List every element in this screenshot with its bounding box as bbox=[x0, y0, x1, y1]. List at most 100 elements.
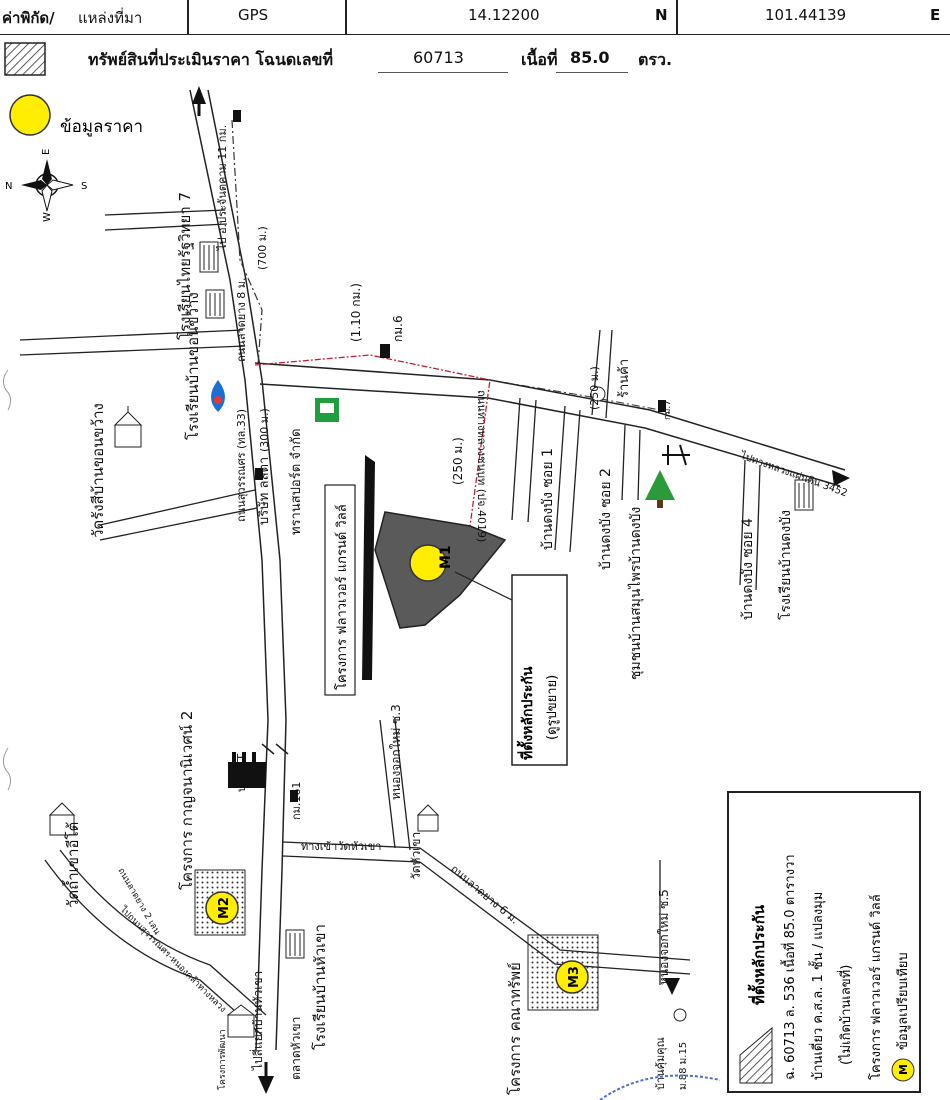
km-marker-icon bbox=[290, 790, 298, 802]
deed-row: ทรัพย์สินที่ประเมินราคา โฉนดเลขที่ 60713… bbox=[0, 40, 950, 80]
area-value: 85.0 bbox=[570, 48, 610, 67]
label-road-33: ถนนสุวรรณศร (ทล.33) bbox=[235, 409, 248, 522]
legend-line3: (ไม่เกิดบ้านเลขที่) bbox=[837, 965, 854, 1065]
coord-label: ค่าพิกัด/ bbox=[2, 9, 55, 27]
compass-e: E bbox=[41, 149, 52, 155]
project-m1-label: โครงการ ฟลาวเวอร์ แกรนด์ วิลล์ bbox=[334, 504, 350, 690]
marker-m3-label: M3 bbox=[567, 966, 582, 988]
label-shop: ร้านค้า bbox=[617, 359, 632, 398]
legend-line1: ฉ. 60713 ล. 536 เนื้อที่ 85.0 ตารางวา bbox=[780, 854, 798, 1080]
divider bbox=[187, 0, 189, 34]
compass-n: N bbox=[5, 181, 12, 192]
label-herb: ชุมชนบ้านสมุนไพรบ้านดงบัง bbox=[627, 507, 644, 680]
longitude-value: 101.44139 bbox=[765, 6, 847, 24]
project-m1-boundary bbox=[362, 455, 375, 680]
road-arrow-icon bbox=[664, 978, 680, 995]
label-d250a: (250 ม.) bbox=[451, 437, 465, 485]
underline bbox=[378, 72, 508, 73]
divider bbox=[345, 0, 347, 34]
school-icon bbox=[205, 289, 225, 319]
label-temple-khaothai: วัดถ้ำเขาอีโต้ bbox=[62, 822, 82, 908]
road-west-curve bbox=[44, 849, 267, 1036]
label-temple-khonkwang: วัดรังสีบ้านขอนขว้าง bbox=[89, 403, 107, 538]
compass-w: W bbox=[42, 212, 53, 222]
km-marker-icon bbox=[380, 344, 390, 358]
label-soi2: บ้านดงบัง ซอย 2 bbox=[598, 468, 614, 570]
school-icon bbox=[794, 479, 814, 511]
label-nongchok3: หนองจอกใหม่ ซ.3 bbox=[389, 704, 403, 800]
temple-icon bbox=[113, 406, 143, 448]
label-market: ตลาดหัวเขา bbox=[289, 1017, 303, 1080]
callout-line2: (ดูรูปขยาย) bbox=[545, 675, 560, 740]
deed-number: 60713 bbox=[413, 48, 464, 67]
label-soi4: บ้านดงบัง ซอย 4 bbox=[740, 518, 756, 620]
km-marker-icon bbox=[233, 110, 241, 122]
route-to-prachin bbox=[231, 119, 263, 366]
coordinate-header: ค่าพิกัด/ แหล่งที่มา GPS 14.12200 N 101.… bbox=[0, 0, 950, 35]
label-nongchok5: หนองจอกใหม่ ซ.5 bbox=[657, 889, 671, 985]
label-to-sibamrung: ไปสี่แยกบ้านหัวเขา bbox=[249, 971, 265, 1071]
label-temple-huakhao: วัดหัวเขา bbox=[409, 832, 423, 880]
herb-icon bbox=[662, 444, 690, 466]
price-info-legend: ข้อมูลราคา bbox=[9, 94, 143, 137]
dashed-line-east bbox=[489, 379, 661, 411]
map-edge-icon bbox=[2, 369, 12, 791]
callout-line1: ที่ตั้งหลักประกัน bbox=[516, 666, 536, 760]
house-icon bbox=[673, 1008, 687, 1022]
label-ban-khumkhun: บ้านคุ้มคุณ bbox=[654, 1037, 667, 1090]
soi-roads bbox=[511, 329, 761, 591]
building-icon bbox=[226, 1004, 256, 1038]
tree-icon bbox=[645, 470, 675, 508]
side-roads-west bbox=[19, 209, 258, 541]
school-icon bbox=[285, 929, 305, 959]
subject-callout: ที่ตั้งหลักประกัน (ดูรูปขยาย) bbox=[454, 571, 568, 766]
label-d110: (1.10 กม.) bbox=[349, 283, 363, 342]
area-unit: ตรว. bbox=[638, 50, 673, 69]
legend-marker-icon bbox=[891, 1058, 915, 1082]
shop-icon bbox=[590, 386, 606, 402]
road-4019 bbox=[254, 362, 846, 487]
label-d300: (300 ม.) bbox=[258, 408, 271, 452]
marker-m3 bbox=[555, 960, 589, 994]
bus-stop-icon bbox=[315, 398, 339, 422]
legend-marker-letter: M bbox=[897, 1064, 910, 1075]
source-label: แหล่งที่มา bbox=[78, 9, 143, 27]
temple-icon bbox=[48, 802, 76, 836]
marker-m2-label: M2 bbox=[217, 897, 232, 919]
road-arrow-north-icon bbox=[192, 86, 206, 116]
marker-m1-label: M1 bbox=[438, 545, 454, 569]
latitude-value: 14.12200 bbox=[468, 6, 540, 24]
label-km7: กม.7 bbox=[663, 400, 673, 420]
label-school-dongbang: โรงเรียนบ้านดงบัง bbox=[777, 510, 794, 620]
label-road-8m: ถนนลาดยาง 8 ม. bbox=[235, 278, 248, 363]
label-d250b: (250 ม.) bbox=[588, 366, 601, 410]
road-arrow-south-icon bbox=[258, 1062, 274, 1094]
label-to-temple-huakhao: ทางเข้าวัดหัวเขา bbox=[301, 840, 381, 853]
deed-label: ทรัพย์สินที่ประเมินราคา โฉนดเลขที่ bbox=[88, 50, 334, 69]
label-road-4019: ถนนทางหลวงชนบท (ปจ.4019) bbox=[475, 390, 488, 542]
km-marker-icon bbox=[255, 468, 263, 480]
compass-s: S bbox=[81, 181, 87, 192]
divider bbox=[676, 0, 678, 34]
collateral-legend-box: ที่ตั้งหลักประกัน ฉ. 60713 ล. 536 เนื้อท… bbox=[727, 791, 921, 1093]
marker-m2 bbox=[205, 891, 239, 925]
source-value: GPS bbox=[238, 6, 269, 24]
road-arrow-east-icon bbox=[832, 470, 850, 486]
label-soi1: บ้านดงบัง ซอย 1 bbox=[540, 448, 556, 550]
label-project-m3: โครงการ คณาทรัพย์ bbox=[506, 962, 524, 1095]
label-school-top: โรงเรียนไทยรัฐวิทยา 7 bbox=[176, 192, 194, 340]
label-m15: ม.88 ม.15 bbox=[678, 1042, 689, 1090]
location-map: ข้อมูลราคา E W N S bbox=[2, 86, 921, 1100]
factory-icon bbox=[228, 752, 266, 788]
label-km6: กม.6 bbox=[391, 315, 405, 342]
route-to-subject bbox=[254, 354, 491, 527]
latitude-direction: N bbox=[655, 6, 668, 24]
legend-marker-text: ข้อมูลเปรียบเทียบ bbox=[895, 952, 911, 1050]
school-icon bbox=[199, 241, 219, 273]
label-school-khonkwang: โรงเรียนบ้านขอนขว้าง bbox=[184, 292, 202, 440]
project-m1-label-box: โครงการ ฟลาวเวอร์ แกรนด์ วิลล์ bbox=[324, 484, 356, 696]
hatch-swatch-icon bbox=[4, 42, 46, 76]
temple-icon bbox=[416, 804, 440, 832]
label-transport: ทรานสปอร์ต จำกัด bbox=[288, 428, 304, 535]
area-label: เนื้อที่ bbox=[521, 50, 558, 69]
